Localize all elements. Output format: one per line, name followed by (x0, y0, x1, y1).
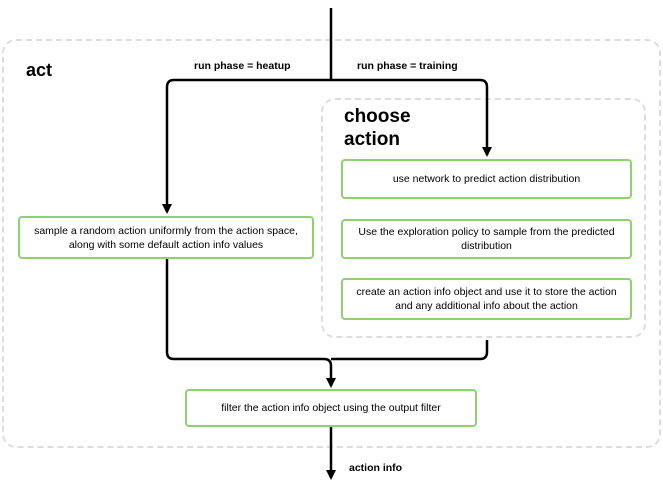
choose-action-title-line1: choose (344, 106, 411, 127)
edge-training-to-predict (331, 78, 492, 157)
edge-sample-to-filter (165, 259, 336, 388)
action-info-object-node: create an action info object and use it … (341, 278, 632, 320)
exploration-policy-node: Use the exploration policy to sample fro… (341, 219, 632, 259)
choose-action-group-title: choose action (344, 105, 411, 151)
choose-action-title-line2: action (344, 129, 400, 150)
edge-label-output: action info (349, 462, 403, 474)
edge-heatup-to-sample (162, 78, 331, 214)
edge-label-heatup: run phase = heatup (194, 60, 291, 72)
choose-action-group (321, 98, 646, 338)
predict-action-distribution-node: use network to predict action distributi… (341, 159, 632, 199)
output-filter-node: filter the action info object using the … (185, 389, 477, 427)
edge-info-to-filter (331, 340, 489, 361)
edge-label-training: run phase = training (357, 60, 458, 72)
sample-random-action-node: sample a random action uniformly from th… (18, 216, 314, 259)
act-group-title: act (26, 60, 53, 80)
